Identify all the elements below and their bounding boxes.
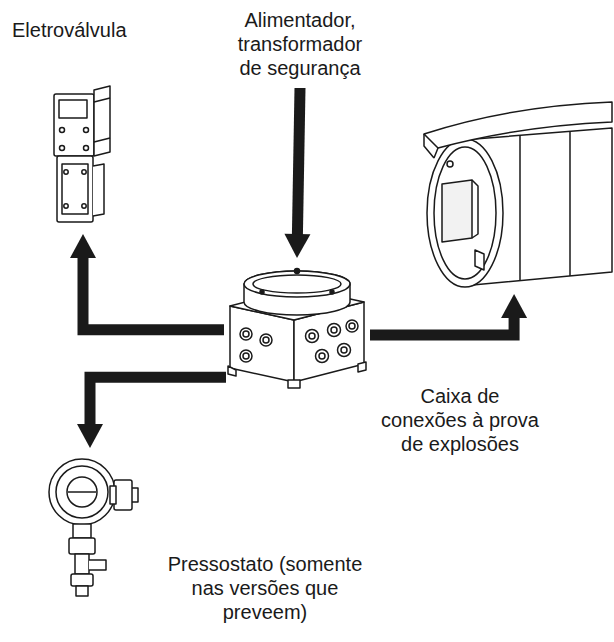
camera-housing-icon bbox=[424, 102, 612, 287]
solenoid-valve-icon-part bbox=[54, 94, 94, 156]
component-label: Caixa de conexões à prova de explosões bbox=[378, 384, 542, 456]
junction-box-icon-part bbox=[341, 347, 347, 353]
junction-box-icon-part bbox=[240, 328, 252, 340]
camera-housing-icon-part bbox=[427, 139, 503, 287]
junction-box-icon-part bbox=[316, 350, 329, 363]
component-label: Eletroválvula bbox=[12, 18, 202, 42]
solenoid-valve-icon-part bbox=[93, 164, 104, 216]
arrow-head bbox=[77, 424, 103, 448]
camera-housing-icon-part bbox=[475, 250, 484, 270]
arrow-head bbox=[501, 294, 527, 318]
junction-box-icon bbox=[228, 269, 366, 389]
junction-box-icon-part bbox=[295, 269, 300, 274]
arrow-head bbox=[70, 234, 96, 258]
junction-box-icon-part bbox=[260, 290, 264, 294]
flow-arrow bbox=[370, 294, 527, 335]
solenoid-valve-icon-part bbox=[60, 128, 65, 133]
pressure-switch-icon bbox=[49, 459, 138, 596]
junction-box: Caixa de conexões à prova de explosões bbox=[222, 262, 372, 390]
pressure-switch-icon-part bbox=[76, 586, 88, 596]
solenoid-valve-icon-part bbox=[84, 146, 89, 151]
junction-box-icon-part bbox=[330, 290, 334, 294]
arrow-shaft bbox=[370, 316, 514, 335]
pressure-switch-icon-part bbox=[132, 488, 138, 502]
component-label: Pressostato (somente nas versões que pre… bbox=[165, 552, 365, 624]
solenoid-valve-icon-part bbox=[62, 164, 88, 214]
pressure-switch-icon-part bbox=[56, 466, 108, 518]
flow-arrow bbox=[77, 377, 226, 448]
junction-box-icon-part bbox=[331, 327, 337, 333]
pressure-switch-icon-part bbox=[67, 477, 97, 507]
solenoid-valve-icon-part bbox=[64, 204, 68, 208]
junction-box-icon-part bbox=[244, 271, 350, 315]
junction-box-icon-part bbox=[253, 275, 341, 293]
camera-housing-icon-part bbox=[520, 131, 570, 281]
power-supply-label: Alimentador, transformador de segurança bbox=[225, 8, 375, 82]
camera-housing-icon-part bbox=[434, 147, 496, 279]
pressure-switch-icon-part bbox=[89, 560, 106, 570]
junction-box-icon-part bbox=[319, 353, 325, 359]
arrow-head bbox=[284, 234, 310, 258]
junction-box-icon-part bbox=[346, 320, 358, 332]
pressure-switch: Pressostato (somente nas versões que pre… bbox=[40, 452, 140, 598]
camera-housing-icon-part bbox=[447, 161, 453, 167]
pressure-switch-icon-part bbox=[75, 554, 89, 574]
junction-box-icon-part bbox=[243, 331, 249, 337]
arrow-shaft bbox=[90, 377, 226, 426]
junction-box-icon-part bbox=[244, 271, 350, 297]
solenoid-valve-icon-part bbox=[82, 170, 86, 174]
solenoid-valve-icon-part bbox=[64, 170, 68, 174]
junction-box-icon-part bbox=[228, 362, 366, 388]
junction-box-icon-part bbox=[309, 333, 315, 339]
pressure-switch-icon-part bbox=[73, 524, 91, 538]
solenoid-valve-icon-part bbox=[59, 100, 87, 118]
camera-housing-icon-part bbox=[472, 180, 478, 238]
junction-box-icon-part bbox=[260, 334, 272, 346]
junction-box-icon-part bbox=[349, 323, 355, 329]
solenoid-valve-icon-part bbox=[94, 86, 110, 156]
camera-housing-icon-part bbox=[424, 102, 612, 148]
component-label: Alimentador, transformador de segurança bbox=[225, 8, 375, 80]
pressure-switch-icon-part bbox=[71, 574, 93, 586]
solenoid-valve-icon-part bbox=[84, 128, 89, 133]
junction-box-icon-part bbox=[263, 337, 269, 343]
pressure-switch-icon-part bbox=[49, 459, 115, 525]
solenoid-valve-icon-part bbox=[57, 156, 93, 222]
solenoid-valve-icon-part bbox=[82, 204, 86, 208]
camera-housing-icon-part bbox=[424, 134, 438, 158]
camera-housing bbox=[420, 100, 612, 292]
arrow-shaft bbox=[297, 88, 300, 236]
flow-arrow bbox=[70, 234, 224, 330]
junction-box-icon-part bbox=[240, 350, 252, 362]
junction-box-icon-part bbox=[328, 324, 341, 337]
solenoid-valve-icon bbox=[54, 86, 110, 222]
pressure-switch-icon-part bbox=[69, 538, 95, 554]
solenoid-valve: Eletroválvula bbox=[48, 82, 118, 228]
arrow-shaft bbox=[83, 256, 224, 330]
junction-box-icon-part bbox=[338, 344, 351, 357]
pressure-switch-icon-part bbox=[110, 486, 116, 504]
solenoid-valve-icon-part bbox=[94, 98, 110, 142]
flow-arrow bbox=[284, 88, 310, 258]
junction-box-icon-part bbox=[243, 353, 249, 359]
camera-housing-icon-part bbox=[442, 180, 472, 242]
junction-box-icon-part bbox=[306, 330, 319, 343]
pressure-switch-icon-part bbox=[68, 491, 96, 493]
solenoid-valve-icon-part bbox=[60, 146, 65, 151]
